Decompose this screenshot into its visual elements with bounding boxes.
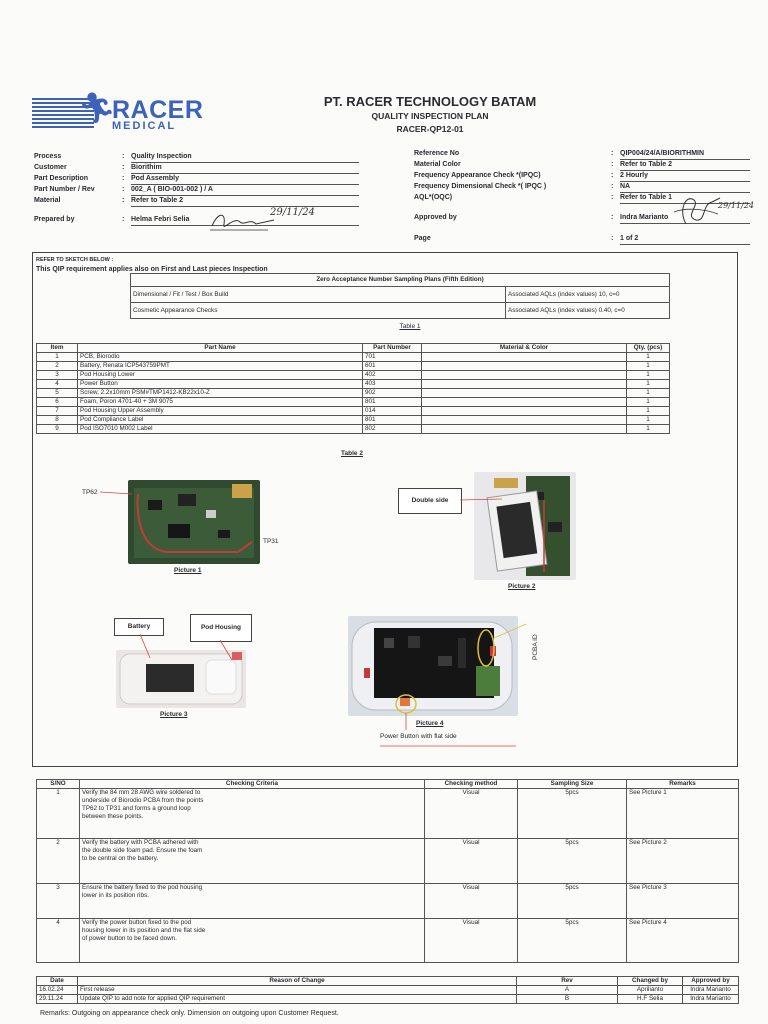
change-history-table: Date Reason of Change Rev Changed by App… [36, 976, 739, 1004]
header-dimensional-freq: Frequency Dimensional Check *( IPQC ): N… [414, 181, 750, 193]
table2-header: Item [36, 343, 78, 353]
doc-number: RACER-QP12-01 [396, 124, 464, 134]
picture-3-caption: Picture 3 [160, 711, 188, 718]
change-header: Reason of Change [77, 976, 517, 986]
double-side-callout: Double side [398, 488, 462, 514]
table1-title: Zero Acceptance Number Sampling Plans (F… [130, 273, 670, 287]
table-row: 2 Verify the battery with PCBA adhered w… [36, 838, 739, 884]
table2-header: Material & Color [421, 343, 627, 353]
checking-header: Checking method [424, 779, 518, 789]
tp62-label: TP62 [82, 489, 98, 496]
logo-stripes [32, 98, 94, 130]
double-side-pointer [460, 498, 503, 501]
table2: Item Part Name Part Number Material & Co… [36, 343, 670, 434]
sketch-frame [32, 252, 738, 767]
checking-table: S/NO Checking Criteria Checking method S… [36, 779, 739, 963]
table2-caption: Table 2 [341, 450, 363, 457]
table2-header: Part Number [362, 343, 422, 353]
tp31-label: TP31 [263, 538, 279, 545]
sketch-note: REFER TO SKETCH BELOW : [36, 257, 114, 263]
picture-3-pointers [139, 634, 233, 661]
table1-aql-2: Associated AQLs (index values) 0.40, c=0 [505, 302, 670, 319]
battery-callout: Battery [114, 618, 164, 636]
company-name: PT. RACER TECHNOLOGY BATAM [323, 94, 537, 109]
checking-header: Checking Criteria [79, 779, 425, 789]
checking-header: Remarks [626, 779, 739, 789]
logo-sub: MEDICAL [112, 120, 177, 132]
pcba-id-label: PCBA ID [532, 634, 539, 660]
table1-aql-1: Associated AQLs (index values) 10, c=0 [505, 286, 670, 303]
table2-header: Qty. (pcs) [626, 343, 670, 353]
table-row: 4 Verify the power button fixed to the p… [36, 918, 739, 963]
header-part-number: Part Number / Rev: 002_A ( BIO-001-002 )… [34, 184, 364, 196]
table1-check-1: Dimensional / Fit / Test / Box Build [130, 286, 506, 303]
remarks-footer: Remarks: Outgoing on appearance check on… [40, 1010, 339, 1017]
table2-header: Part Name [77, 343, 363, 353]
pod-housing-callout: Pod Housing [190, 614, 252, 642]
header-customer: Customer: Biorithim [34, 162, 364, 174]
picture-4-markers [380, 623, 527, 747]
header-reference-no: Reference No: QIP004/24/A/BIORITHMIN [414, 148, 750, 160]
picture-4-caption: Picture 4 [416, 720, 444, 727]
checking-header: Sampling Size [517, 779, 627, 789]
header-material: Material: Refer to Table 2 [34, 195, 364, 207]
checking-header: S/NO [36, 779, 80, 789]
table1: Zero Acceptance Number Sampling Plans (F… [130, 273, 670, 319]
table1-check-2: Cosmetic Appearance Checks [130, 302, 506, 319]
requirement-note: This QIP requirement applies also on Fir… [36, 266, 268, 273]
picture-1-pcb-photo [128, 480, 260, 564]
header-prepared-by: Prepared by: Helma Febri Selia [34, 214, 364, 226]
header-appearance-freq: Frequency Appearance Check *(IPQC): 2 Ho… [414, 170, 750, 182]
logo-brand: RACER [112, 96, 204, 124]
picture-1-caption: Picture 1 [174, 567, 202, 574]
prepared-date: 29/11/24 [270, 207, 315, 218]
picture-3-housing-photo [116, 650, 246, 708]
picture-2-battery-photo [474, 472, 576, 580]
table-row: 1 Verify the 84 mm 28 AWG wire soldered … [36, 788, 739, 839]
header-aql: AQL*(OQC): Refer to Table 1 [414, 192, 750, 204]
approved-signature [673, 197, 721, 225]
doc-type: QUALITY INSPECTION PLAN [371, 111, 489, 121]
tp62-pointer [100, 491, 133, 495]
header-process: Process: Quality Inspection [34, 151, 364, 163]
header-part-description: Part Description: Pod Assembly [34, 173, 364, 185]
change-header: Changed by [617, 976, 683, 986]
table1-caption: Table 1 [399, 323, 421, 330]
change-header: Rev [516, 976, 618, 986]
header-approved-by: Approved by: Indra Marianto [414, 212, 750, 224]
header-page: Page: 1 of 2 [414, 233, 750, 245]
prepared-signature [210, 214, 275, 231]
change-header: Approved by [682, 976, 739, 986]
picture-2-caption: Picture 2 [508, 583, 536, 590]
change-header: Date [36, 976, 78, 986]
header-material-color: Material Color: Refer to Table 2 [414, 159, 750, 171]
table-row: 3 Ensure the battery fixed to the pod ho… [36, 883, 739, 919]
approved-date: 29/11/24 [718, 201, 754, 210]
runner-icon: 🏃︎ [78, 92, 117, 125]
power-button-note: Power Button with flat side [380, 733, 457, 740]
